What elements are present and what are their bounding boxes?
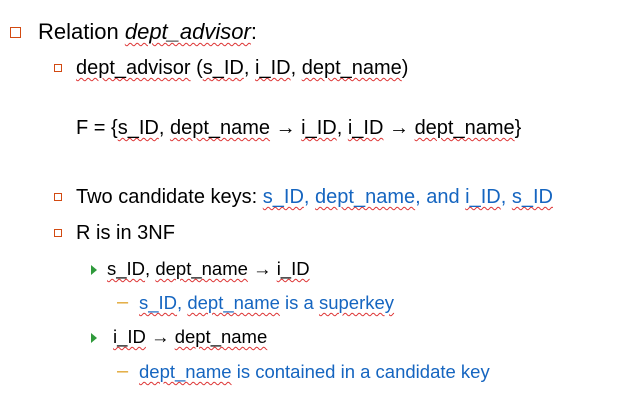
square-bullet-icon xyxy=(54,229,62,237)
relation-name: dept_advisor xyxy=(124,19,251,44)
dependency-1-line: s_ID, dept_name → i_ID xyxy=(107,258,310,279)
square-bullet-icon xyxy=(54,64,62,72)
square-bullet-icon xyxy=(54,193,62,201)
dash-bullet: – xyxy=(117,360,129,382)
dependency-2-note: dept_name is contained in a candidate ke… xyxy=(139,361,490,382)
normal-form-line: R is in 3NF xyxy=(76,222,175,244)
slide-heading: Relation dept_advisor: xyxy=(38,19,257,44)
dash-bullet: – xyxy=(117,291,129,313)
candidate-keys-line: Two candidate keys: s_ID, dept_name, and… xyxy=(76,186,553,208)
dependency-1-note: s_ID, dept_name is a superkey xyxy=(139,292,395,313)
dependency-2-line: i_ID → dept_name xyxy=(113,326,268,347)
triangle-bullet-icon xyxy=(91,265,97,275)
functional-dependencies-line: F = {s_ID, dept_name → i_ID, i_ID → dept… xyxy=(76,117,522,139)
triangle-bullet-icon xyxy=(91,333,97,343)
square-bullet-icon xyxy=(10,27,21,38)
schema-line: dept_advisor (s_ID, i_ID, dept_name) xyxy=(76,57,409,79)
